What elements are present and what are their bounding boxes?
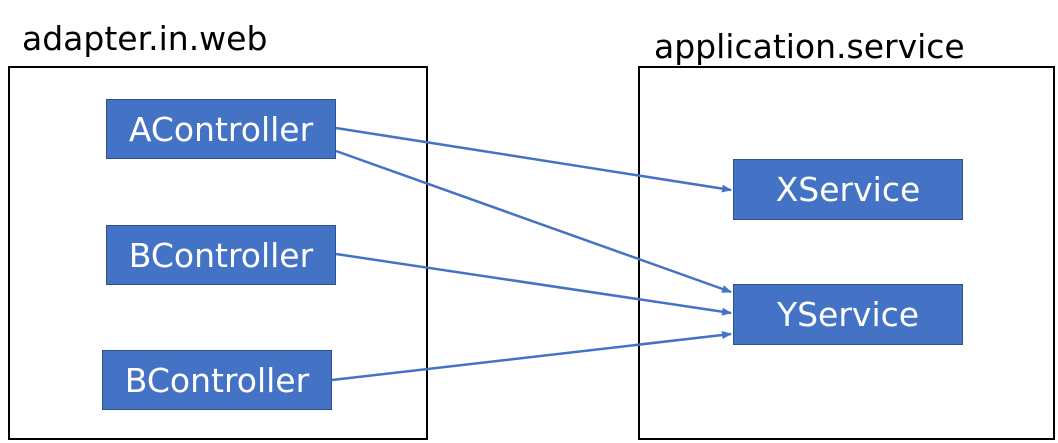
node-acontroller: AController <box>106 99 336 159</box>
node-bcontroller: BController <box>106 225 336 285</box>
package-label-application-service: application.service <box>654 27 965 66</box>
package-box-application-service <box>638 66 1055 440</box>
node-bcontroller-2: BController <box>102 350 332 410</box>
package-label-adapter-in-web: adapter.in.web <box>22 19 268 58</box>
node-yservice: YService <box>733 284 963 345</box>
node-xservice: XService <box>733 159 963 220</box>
